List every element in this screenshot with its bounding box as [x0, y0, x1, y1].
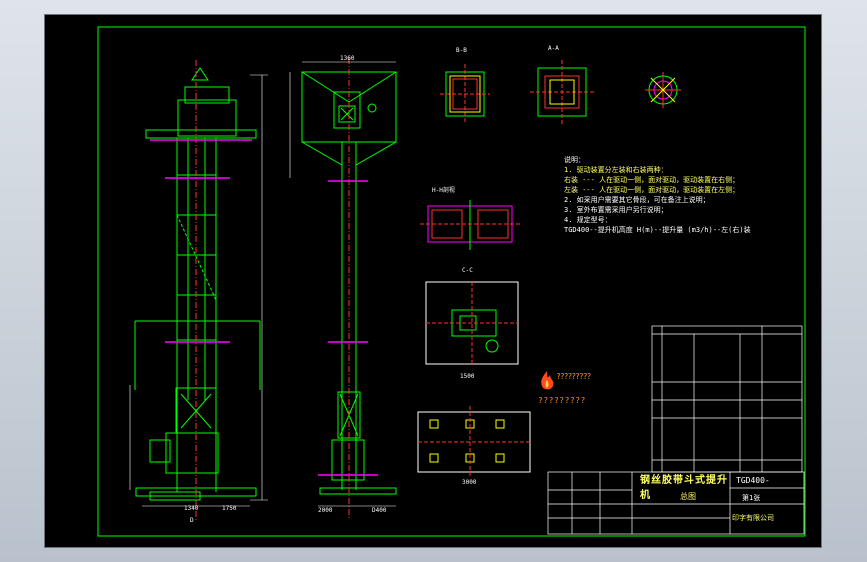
front-view-dimensions: [129, 74, 268, 507]
detail-d-label: D: [190, 517, 194, 524]
watermark-line-2: ?????????: [538, 396, 586, 405]
plan-view-1: [440, 64, 490, 124]
section-hh-label: H-H剖视: [432, 186, 455, 194]
parts-list-table: [651, 325, 803, 473]
watermark-line-1: ?????????: [556, 372, 591, 381]
note-line-1: 1. 驱动装置分左装和右装两种：: [564, 166, 668, 174]
side-view-dimensions: [289, 61, 396, 507]
dim-label-2: 1750: [222, 505, 237, 512]
dim-label-5: 1360: [340, 55, 355, 62]
flange-detail: [645, 72, 681, 108]
title-block-sheet: 第1张: [742, 494, 761, 502]
side-view-flanges: [318, 180, 378, 476]
drawing-sheet: [44, 14, 822, 548]
plan-view-2: [530, 60, 594, 124]
base-plan-view: [417, 406, 531, 478]
section-hh-view: [420, 200, 520, 250]
note-line-5: 3. 室外布置需采用户另行说明；: [564, 206, 668, 214]
title-block-title: 钢丝胶带斗式提升机: [640, 475, 728, 501]
dim-label-1: 1340: [184, 505, 199, 512]
front-view-flanges: [150, 139, 252, 343]
note-line-7: TGD400--提升机高度 H(m)--提升量 (m3/h)--左(右)装: [564, 226, 751, 234]
title-block-code: TGD400-: [736, 476, 770, 485]
dim-label-6: 1500: [460, 373, 475, 380]
dim-label-3: 2000: [318, 507, 333, 514]
drive-section-view: [425, 281, 519, 365]
flame-logo-icon: [541, 371, 554, 390]
drawing-border: [97, 26, 806, 537]
note-line-4: 2. 如采用户需要其它骨段，可在备注上说明；: [564, 196, 710, 204]
note-line-6: 4. 规定型号：: [564, 216, 612, 224]
title-block: [547, 471, 805, 535]
section-aa-label: A-A: [548, 45, 559, 52]
title-block-company: 印字有限公司: [732, 514, 774, 522]
note-line-3: 左装 --- 人在驱动一侧，面对驱动，驱动装置在左侧；: [564, 186, 740, 194]
elevator-front-view: [134, 67, 261, 501]
title-block-part: 总图: [680, 492, 696, 501]
dim-label-4: D400: [372, 507, 387, 514]
notes-heading: 说明：: [564, 156, 585, 164]
dim-label-7: 3000: [462, 479, 477, 486]
drawing-notes: 说明： 1. 驱动装置分左装和右装两种： 右装 --- 人在驱动一侧，面对驱动，…: [564, 155, 794, 235]
watermark: ????????? ?????????: [538, 368, 628, 412]
section-cc-label: C-C: [462, 267, 473, 274]
section-bb-label: B-B: [456, 47, 467, 54]
elevator-side-view: [301, 71, 397, 495]
note-line-2: 右装 --- 人在驱动一侧，面对驱动，驱动装置在右侧；: [564, 176, 740, 184]
